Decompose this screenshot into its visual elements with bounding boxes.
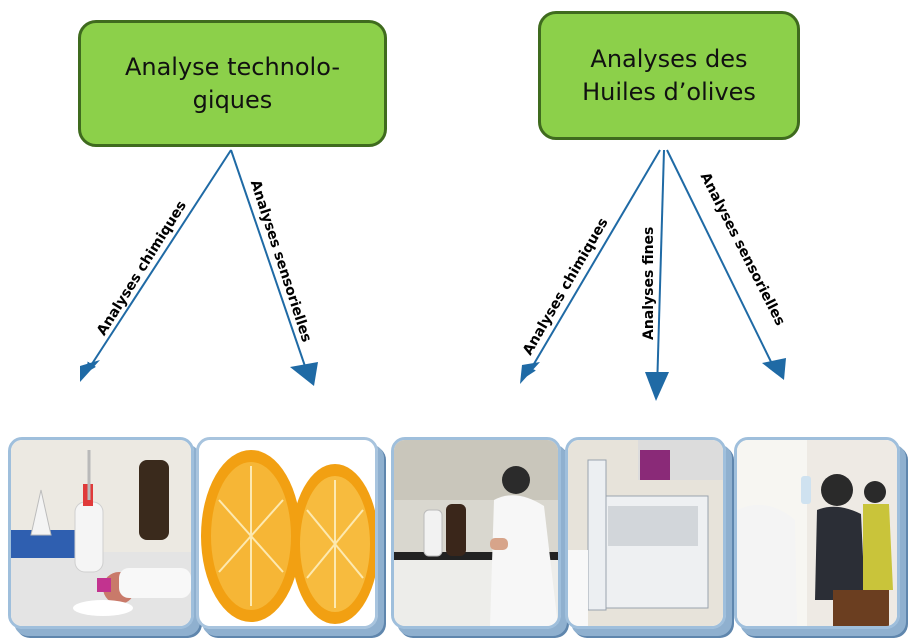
box-title: Analyses des Huiles d’olives (582, 45, 756, 106)
arrowhead-left-chemical (80, 360, 100, 382)
analyses-huiles-olives-box: Analyses des Huiles d’olives (538, 11, 800, 140)
label-right-fine: Analyses fines (641, 226, 657, 340)
arrowhead-right-fine (645, 372, 669, 401)
arrow-right-fine (652, 149, 665, 393)
lab-bench-photo (391, 437, 561, 629)
arrow-left-chemical (86, 149, 232, 373)
sensory-panel-photo (734, 437, 900, 629)
analyse-technologiques-box: Analyse technolo- giques (78, 20, 387, 147)
arrowhead-right-chemical (520, 362, 540, 384)
arrowhead-left-sensory (290, 362, 318, 386)
arrowhead-right-sensory (762, 358, 786, 380)
arrow-right-sensory (666, 149, 778, 375)
orange-halves-photo (196, 437, 378, 629)
arrow-left-sensory (230, 149, 311, 378)
arrow-right-chemical (526, 149, 661, 377)
lab-titration-photo (8, 437, 194, 629)
box-title: Analyse technolo- giques (124, 53, 341, 114)
chromatograph-photo (565, 437, 726, 629)
